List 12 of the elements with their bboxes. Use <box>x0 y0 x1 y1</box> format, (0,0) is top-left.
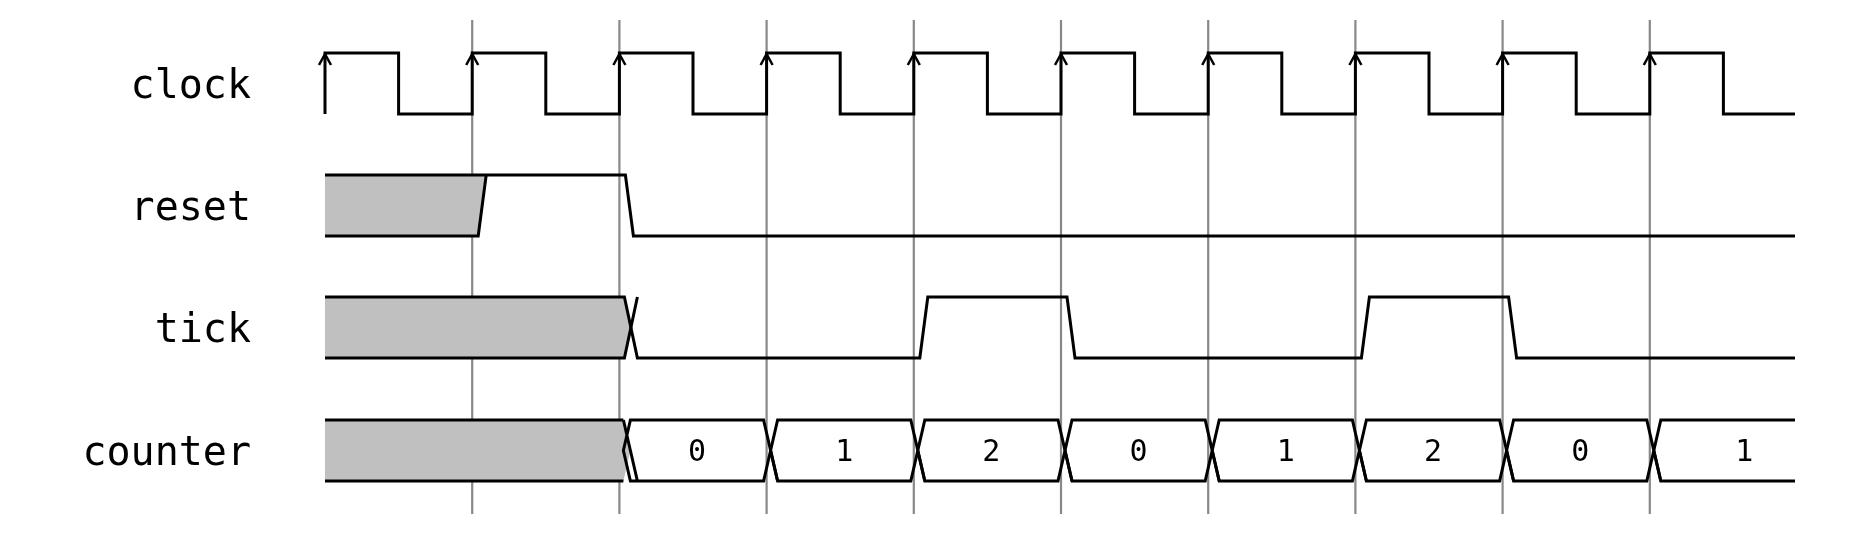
signal-name: clock <box>130 59 251 108</box>
bus-value: 1 <box>1735 432 1754 469</box>
bus-value: 0 <box>1129 432 1148 469</box>
bus-value: 2 <box>982 432 1001 469</box>
signal-name: counter <box>82 426 251 475</box>
bus-value: 0 <box>687 432 707 469</box>
signal-name: reset <box>130 181 251 230</box>
bus-value: 0 <box>1571 432 1590 469</box>
bus-value: 1 <box>835 432 854 469</box>
bus-value: 1 <box>1276 432 1295 469</box>
signal-name: tick <box>154 303 251 352</box>
bus-value: 2 <box>1423 432 1443 469</box>
